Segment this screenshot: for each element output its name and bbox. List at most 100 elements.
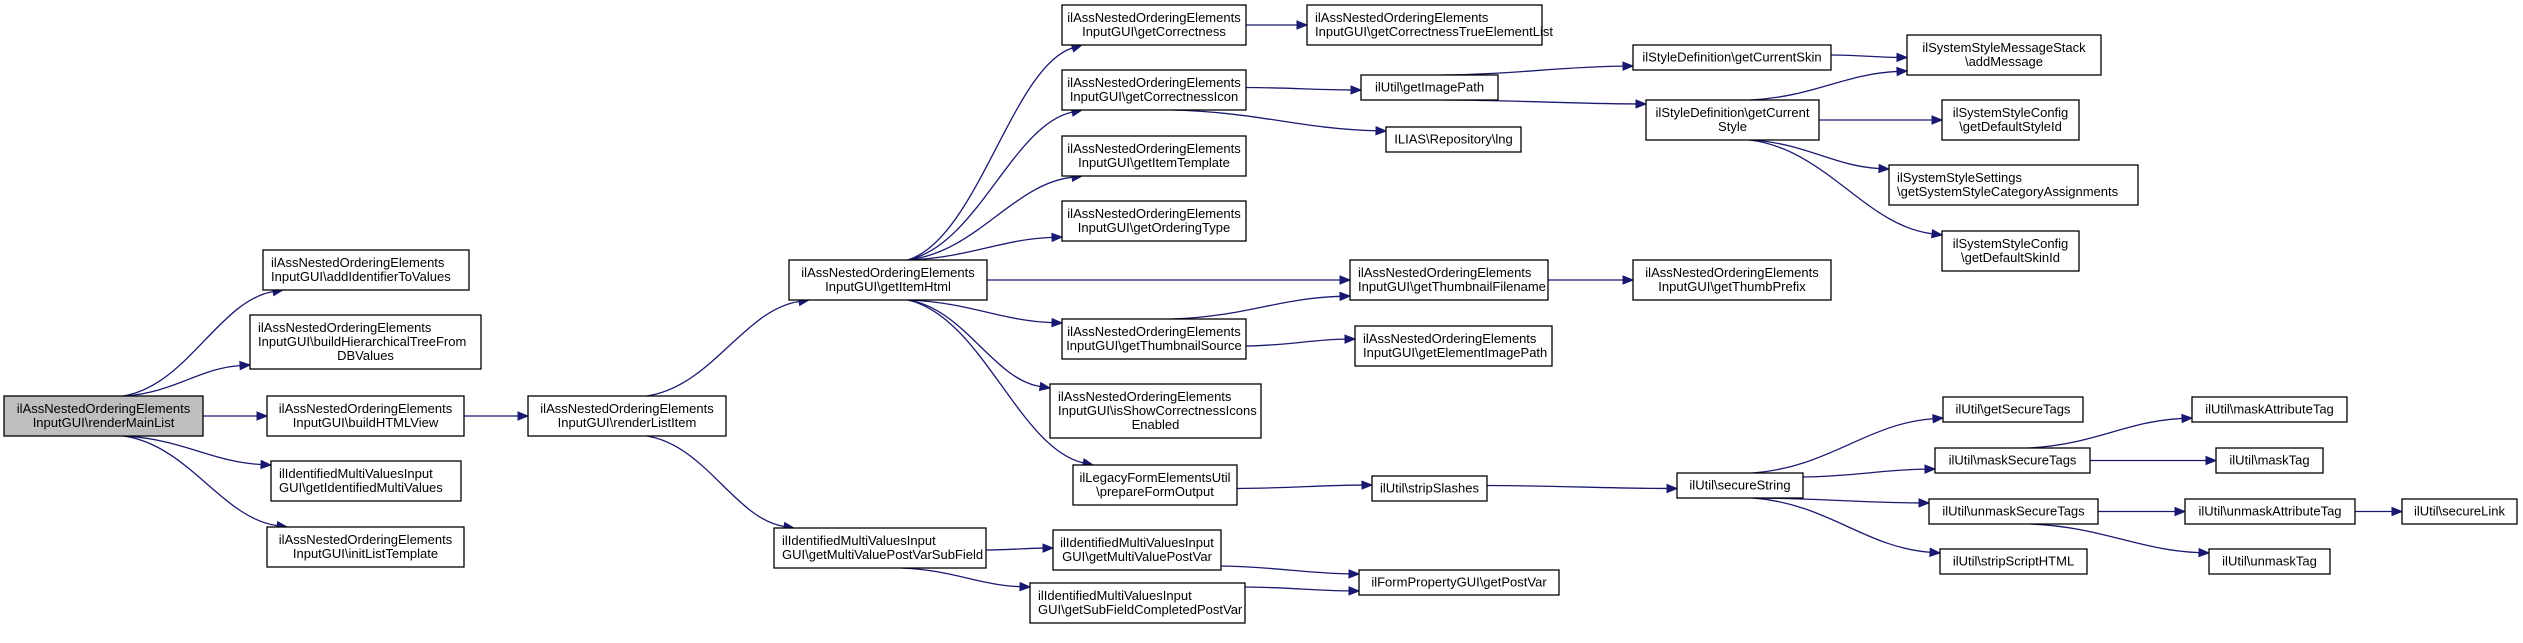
edge-get-multi-value-post-var-sub-field-to-get-sub-field-completed-post-var xyxy=(901,567,1021,588)
node-box[interactable] xyxy=(1632,44,1832,71)
node-box[interactable] xyxy=(1061,135,1247,177)
node-box[interactable] xyxy=(2208,548,2331,575)
node-get-ordering-type[interactable]: ilAssNestedOrderingElementsInputGUI\getO… xyxy=(1061,200,1247,242)
node-get-element-image-path[interactable]: ilAssNestedOrderingElementsInputGUI\getE… xyxy=(1354,325,1553,367)
edge-get-correctness-icon-to-lng xyxy=(1172,109,1377,132)
node-box[interactable] xyxy=(1358,569,1560,596)
node-box[interactable] xyxy=(2184,498,2356,525)
node-label-line: InputGUI\renderListItem xyxy=(558,415,697,430)
node-label-line: InputGUI\getThumbPrefix xyxy=(1658,279,1806,294)
node-unmask-secure-tags[interactable]: ilUtil\unmaskSecureTags xyxy=(1928,498,2099,525)
node-lng[interactable]: ILIAS\Repository\lng xyxy=(1385,126,1522,153)
node-get-thumbnail-source[interactable]: ilAssNestedOrderingElementsInputGUI\getT… xyxy=(1061,318,1247,360)
node-box[interactable] xyxy=(1888,164,2139,206)
node-box[interactable] xyxy=(1061,200,1247,242)
node-box[interactable] xyxy=(1934,447,2091,474)
node-unmask-tag[interactable]: ilUtil\unmaskTag xyxy=(2208,548,2331,575)
node-mask-attribute-tag[interactable]: ilUtil\maskAttributeTag xyxy=(2191,396,2348,423)
node-mask-secure-tags[interactable]: ilUtil\maskSecureTags xyxy=(1934,447,2091,474)
node-label-line: InputGUI\getCorrectnessIcon xyxy=(1070,89,1238,104)
node-get-default-skin-id[interactable]: ilSystemStyleConfig\getDefaultSkinId xyxy=(1941,230,2080,272)
node-get-secure-tags[interactable]: ilUtil\getSecureTags xyxy=(1942,396,2084,423)
node-label-line: \prepareFormOutput xyxy=(1096,484,1214,499)
node-box[interactable] xyxy=(1371,475,1488,502)
node-build-htmlview[interactable]: ilAssNestedOrderingElementsInputGUI\buil… xyxy=(266,395,465,437)
node-box[interactable] xyxy=(1049,383,1262,439)
node-box[interactable] xyxy=(1676,472,1804,499)
node-strip-script-html[interactable]: ilUtil\stripScriptHTML xyxy=(1939,548,2088,575)
node-get-system-style-category-assignments[interactable]: ilSystemStyleSettings\getSystemStyleCate… xyxy=(1888,164,2139,206)
node-prepare-form-output[interactable]: ilLegacyFormElementsUtil\prepareFormOutp… xyxy=(1072,464,1238,506)
node-build-hierarchical-tree[interactable]: ilAssNestedOrderingElementsInputGUI\buil… xyxy=(249,314,482,370)
node-is-show-correctness-icons-enabled[interactable]: ilAssNestedOrderingElementsInputGUI\isSh… xyxy=(1049,383,1262,439)
edge-get-thumbnail-source-to-get-thumbnail-filename xyxy=(1172,295,1341,320)
node-box[interactable] xyxy=(1306,4,1543,46)
node-label-line: ilAssNestedOrderingElements xyxy=(258,320,432,335)
node-strip-slashes[interactable]: ilUtil\stripSlashes xyxy=(1371,475,1488,502)
node-box[interactable] xyxy=(1941,230,2080,272)
node-get-multi-value-post-var-sub-field[interactable]: ilIdentifiedMultiValuesInputGUI\getMulti… xyxy=(773,527,987,569)
node-box[interactable] xyxy=(788,259,988,301)
node-init-list-template[interactable]: ilAssNestedOrderingElementsInputGUI\init… xyxy=(266,526,465,568)
arrowhead-icon xyxy=(2205,455,2218,466)
node-box[interactable] xyxy=(1349,259,1549,301)
node-box[interactable] xyxy=(266,526,465,568)
node-add-identifier-to-values[interactable]: ilAssNestedOrderingElementsInputGUI\addI… xyxy=(262,249,470,291)
node-box[interactable] xyxy=(1939,548,2088,575)
node-box[interactable] xyxy=(773,527,987,569)
node-box[interactable] xyxy=(1645,99,1820,141)
node-get-thumb-prefix[interactable]: ilAssNestedOrderingElementsInputGUI\getT… xyxy=(1632,259,1832,301)
node-get-sub-field-completed-post-var[interactable]: ilIdentifiedMultiValuesInputGUI\getSubFi… xyxy=(1029,582,1246,624)
node-box[interactable] xyxy=(2215,447,2324,474)
node-get-correctness-true-element-list[interactable]: ilAssNestedOrderingElementsInputGUI\getC… xyxy=(1306,4,1553,46)
node-box[interactable] xyxy=(1385,126,1522,153)
node-box[interactable] xyxy=(1052,529,1222,571)
node-box[interactable] xyxy=(2401,498,2518,525)
node-get-post-var[interactable]: ilFormPropertyGUI\getPostVar xyxy=(1358,569,1560,596)
node-box[interactable] xyxy=(1941,99,2080,141)
node-unmask-attribute-tag[interactable]: ilUtil\unmaskAttributeTag xyxy=(2184,498,2356,525)
node-box[interactable] xyxy=(1354,325,1553,367)
node-label-line: InputGUI\getOrderingType xyxy=(1078,220,1230,235)
node-box[interactable] xyxy=(1029,582,1246,624)
node-box[interactable] xyxy=(3,395,204,437)
node-secure-link[interactable]: ilUtil\secureLink xyxy=(2401,498,2518,525)
node-box[interactable] xyxy=(1360,74,1499,101)
node-get-item-template[interactable]: ilAssNestedOrderingElementsInputGUI\getI… xyxy=(1061,135,1247,177)
node-get-identified-multi-values[interactable]: ilIdentifiedMultiValuesInputGUI\getIdent… xyxy=(270,460,462,502)
node-get-multi-value-post-var[interactable]: ilIdentifiedMultiValuesInputGUI\getMulti… xyxy=(1052,529,1222,571)
node-get-correctness[interactable]: ilAssNestedOrderingElementsInputGUI\getC… xyxy=(1061,4,1247,46)
node-box[interactable] xyxy=(1942,396,2084,423)
node-render-list-item[interactable]: ilAssNestedOrderingElementsInputGUI\rend… xyxy=(527,395,727,437)
node-label-line: ilIdentifiedMultiValuesInput xyxy=(279,466,433,481)
arrowhead-icon xyxy=(239,360,252,371)
node-box[interactable] xyxy=(270,460,462,502)
node-box[interactable] xyxy=(1061,4,1247,46)
node-get-correctness-icon[interactable]: ilAssNestedOrderingElementsInputGUI\getC… xyxy=(1061,69,1247,111)
node-label-line: ilUtil\maskSecureTags xyxy=(1949,453,2077,468)
node-box[interactable] xyxy=(527,395,727,437)
node-secure-string[interactable]: ilUtil\secureString xyxy=(1676,472,1804,499)
node-box[interactable] xyxy=(249,314,482,370)
node-box[interactable] xyxy=(1928,498,2099,525)
node-box[interactable] xyxy=(1906,34,2102,76)
node-box[interactable] xyxy=(1632,259,1832,301)
edge-root-to-get-identified-multi-values xyxy=(123,435,262,466)
node-get-thumbnail-filename[interactable]: ilAssNestedOrderingElementsInputGUI\getT… xyxy=(1349,259,1549,301)
node-root[interactable]: ilAssNestedOrderingElementsInputGUI\rend… xyxy=(3,395,204,437)
node-get-item-html[interactable]: ilAssNestedOrderingElementsInputGUI\getI… xyxy=(788,259,988,301)
node-mask-tag[interactable]: ilUtil\maskTag xyxy=(2215,447,2324,474)
node-get-current-skin[interactable]: ilStyleDefinition\getCurrentSkin xyxy=(1632,44,1832,71)
node-box[interactable] xyxy=(1072,464,1238,506)
node-box[interactable] xyxy=(266,395,465,437)
node-add-message[interactable]: ilSystemStyleMessageStack\addMessage xyxy=(1906,34,2102,76)
node-box[interactable] xyxy=(1061,69,1247,111)
arrowhead-icon xyxy=(1896,52,1909,63)
node-box[interactable] xyxy=(2191,396,2348,423)
node-box[interactable] xyxy=(262,249,470,291)
node-box[interactable] xyxy=(1061,318,1247,360)
node-get-image-path[interactable]: ilUtil\getImagePath xyxy=(1360,74,1499,101)
node-get-default-style-id[interactable]: ilSystemStyleConfig\getDefaultStyleId xyxy=(1941,99,2080,141)
nodes-layer: ilAssNestedOrderingElementsInputGUI\rend… xyxy=(3,4,2518,624)
